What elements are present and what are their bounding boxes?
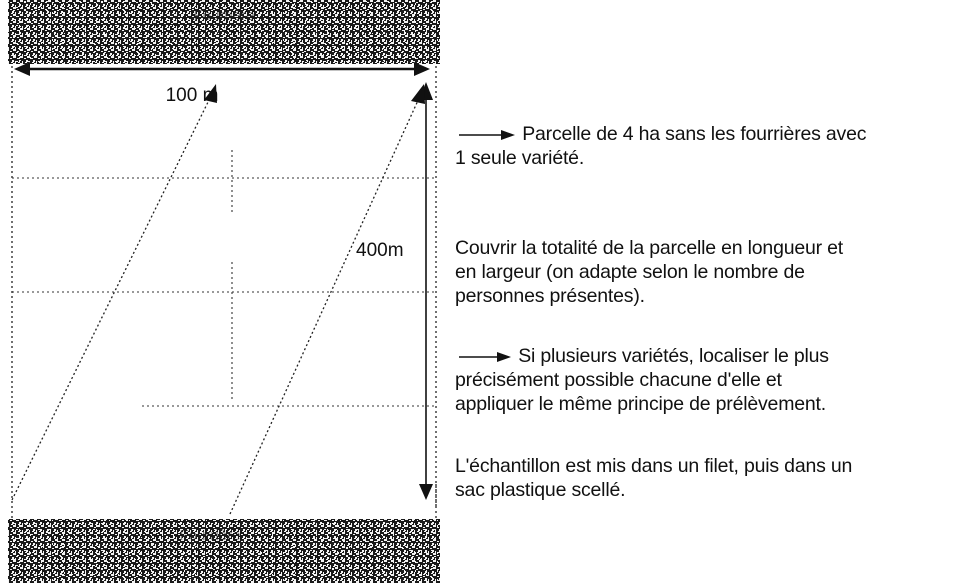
note-parcel-line1: Parcelle de 4 ha sans les fourrières ave… [522, 123, 867, 145]
field-diagram: Fourrière Fourrière 100 m 400m [8, 0, 440, 583]
top-headland-band [8, 0, 440, 64]
width-label: 100 m [166, 85, 219, 106]
note-coverage-line1: Couvrir la totalité de la parcelle en lo… [455, 237, 844, 259]
note-varieties-line1: Si plusieurs variétés, localiser le plus [518, 345, 829, 367]
note-sample-line1: L'échantillon est mis dans un filet, pui… [455, 455, 853, 477]
arrow-right-icon [455, 128, 517, 142]
sampling-path-1-arrowhead [204, 84, 217, 103]
note-coverage-line2: en largeur (on adapte selon le nombre de [455, 261, 805, 283]
note-varieties: Si plusieurs variétés, localiser le plus… [455, 344, 829, 416]
note-parcel: Parcelle de 4 ha sans les fourrières ave… [455, 122, 866, 170]
width-dimension-arrow [14, 62, 430, 76]
sampling-path-2-arrowhead [411, 84, 425, 104]
sampling-path-1 [11, 93, 213, 501]
note-coverage: Couvrir la totalité de la parcelle en lo… [455, 236, 843, 308]
note-varieties-line3: appliquer le même principe de prélèvemen… [455, 393, 826, 415]
bottom-band-label: Fourrière [180, 527, 241, 544]
arrow-right-icon [455, 350, 513, 364]
note-sample-line2: sac plastique scellé. [455, 479, 626, 501]
top-band-label: Fourrière [194, 7, 255, 24]
note-parcel-line2: 1 seule variété. [455, 147, 585, 169]
bottom-headland-band [8, 519, 440, 583]
field-grid [12, 150, 436, 407]
length-label: 400m [356, 240, 404, 261]
length-dimension-arrow [419, 82, 433, 500]
note-varieties-line2: précisément possible chacune d'elle et [455, 369, 782, 391]
note-coverage-line3: personnes présentes). [455, 285, 645, 307]
note-sample: L'échantillon est mis dans un filet, pui… [455, 454, 852, 502]
sampling-path-2 [229, 95, 421, 515]
